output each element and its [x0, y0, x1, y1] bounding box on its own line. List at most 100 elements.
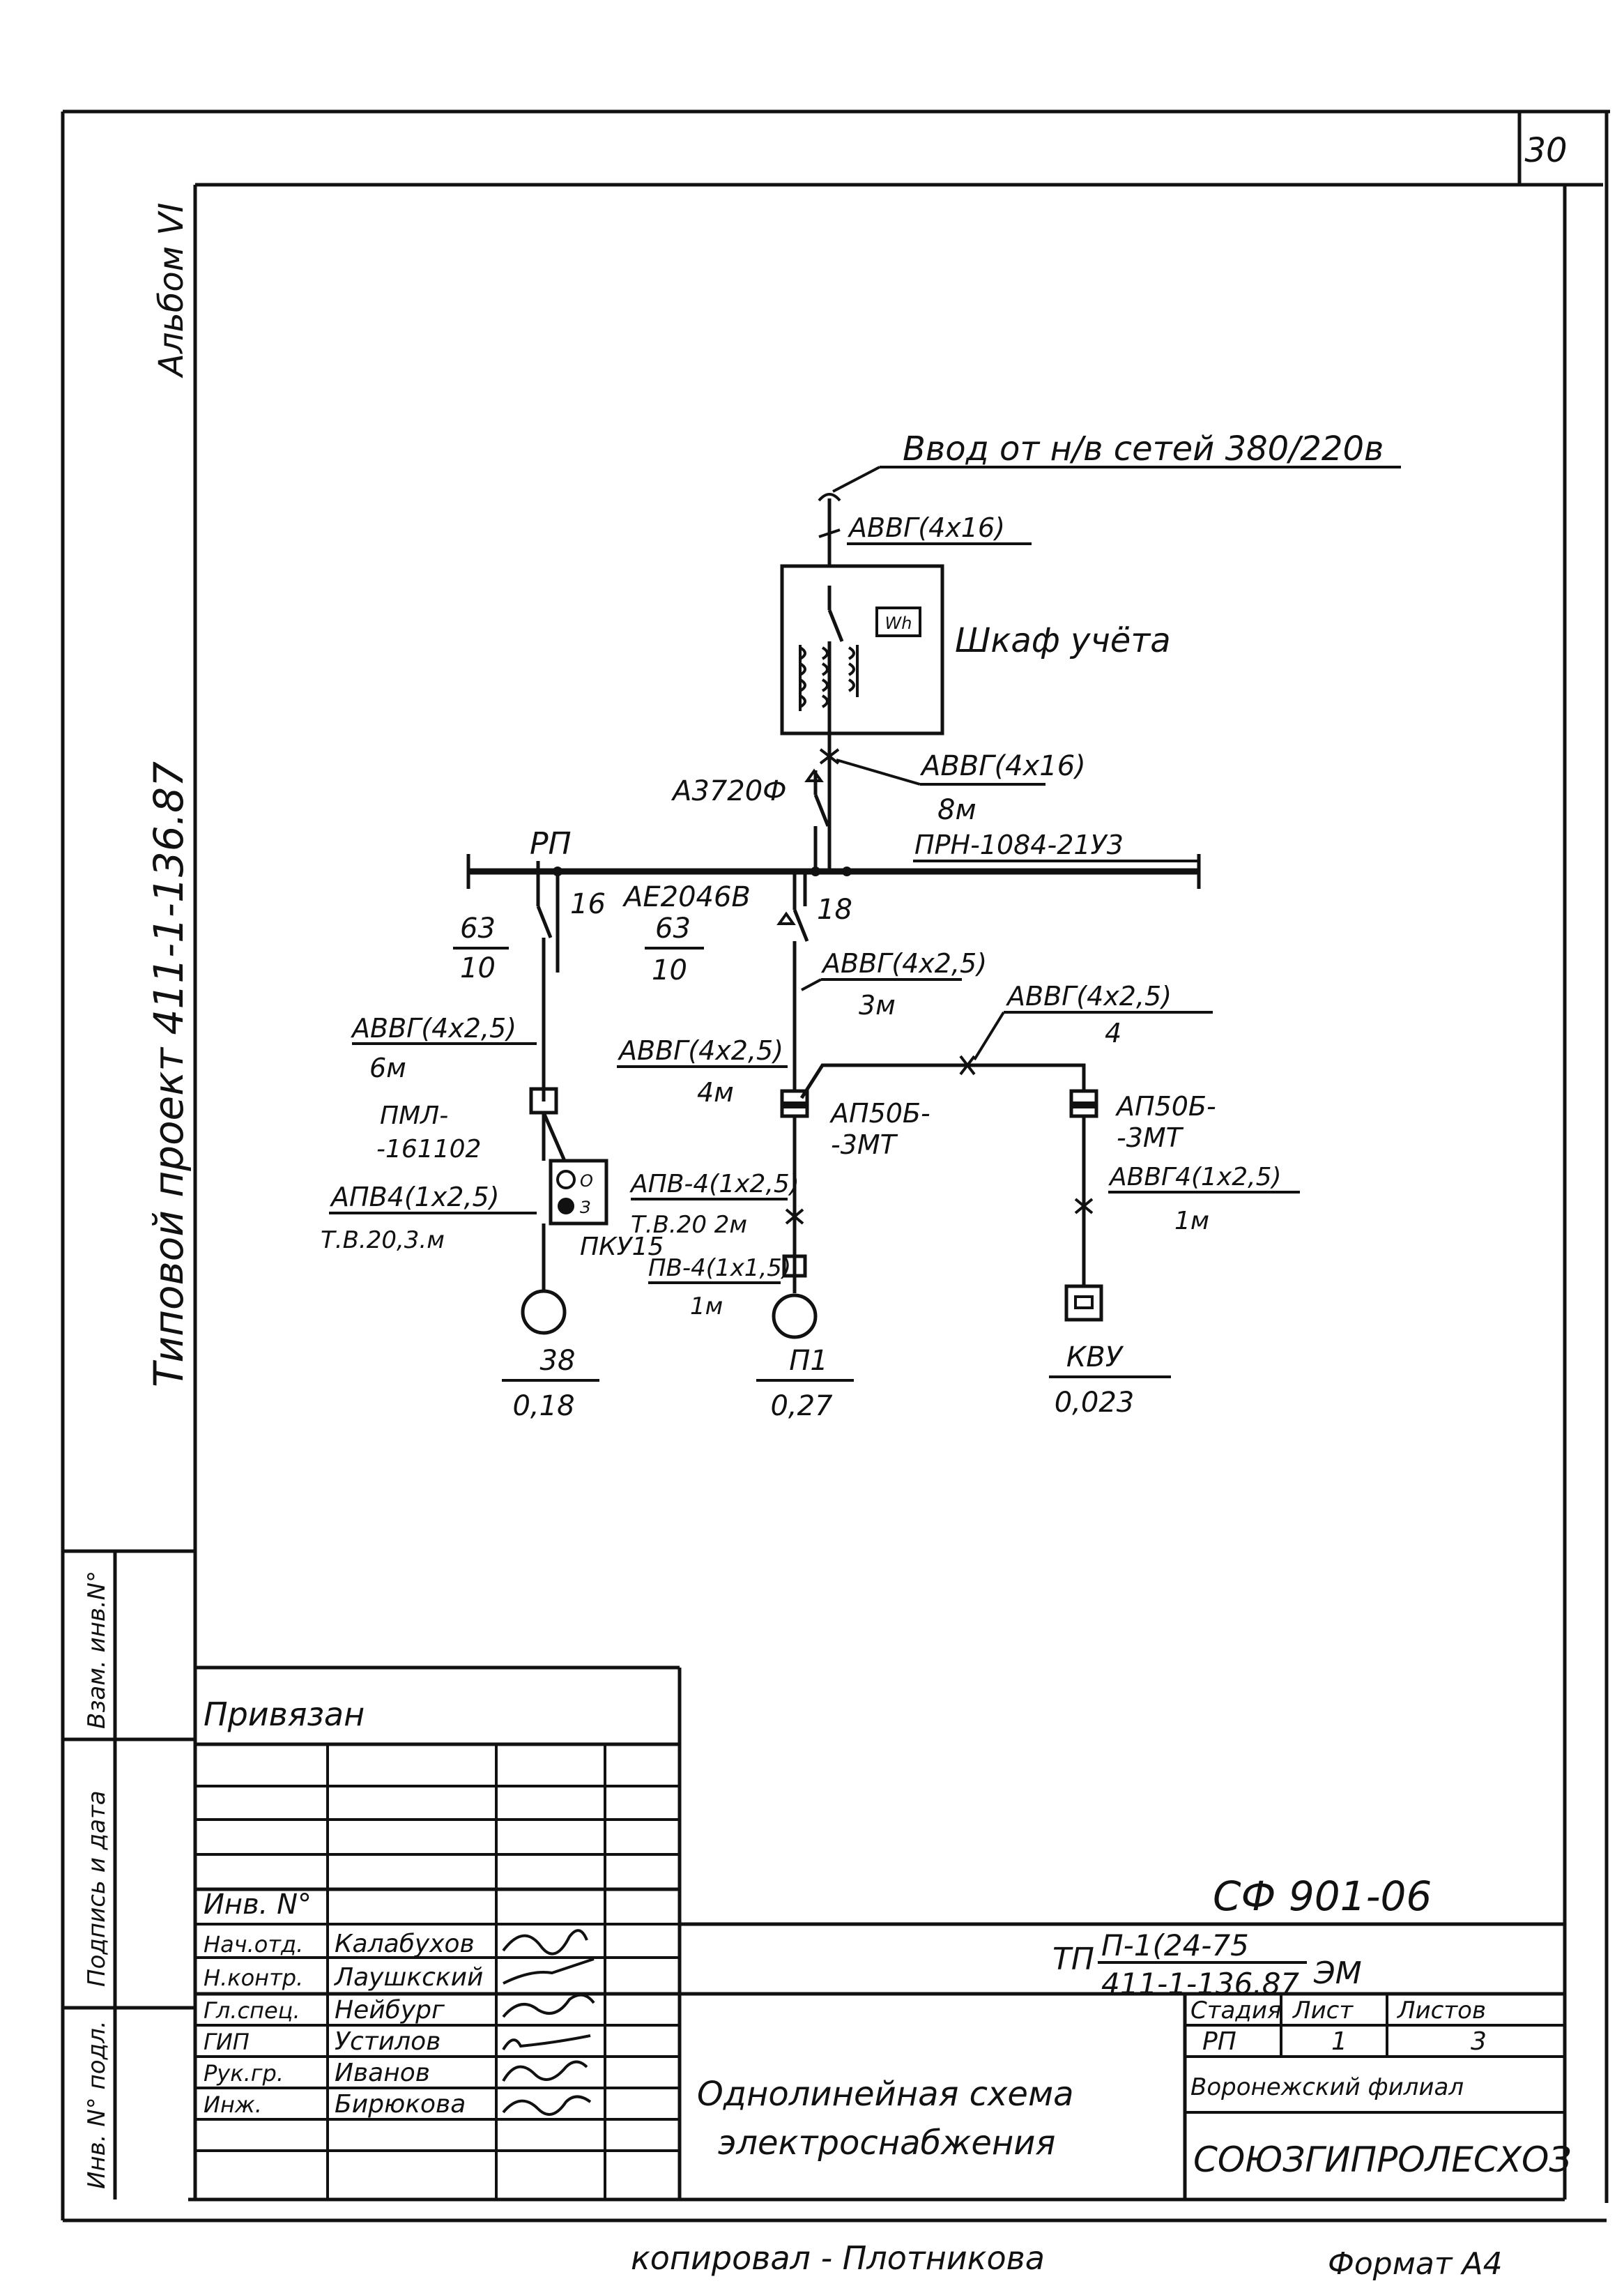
staff-role: Рук.гр.	[204, 2060, 284, 2087]
sheets-value: 3	[1471, 2027, 1487, 2056]
meter-icon-box	[875, 607, 921, 637]
input-cable-end-icon	[818, 493, 841, 502]
meter-icon: Wh	[885, 613, 912, 633]
load-2-power: 0,27	[770, 1390, 833, 1422]
control-post-label: ПКУ15	[580, 1233, 664, 1261]
breaker-type-label: АЕ2046В	[622, 881, 751, 913]
feeder-3-cable-2-length: 1м	[1174, 1207, 1209, 1235]
binding-label: Привязан	[204, 1695, 365, 1733]
staff-name: Устилов	[335, 2027, 441, 2056]
tp-suffix: ЭМ	[1313, 1955, 1362, 1991]
input-label: Ввод от н/в сетей 380/220в	[903, 429, 1384, 468]
board-type-label: ПРН-1084-21У3	[914, 830, 1124, 860]
stage-header: Стадия	[1190, 1997, 1281, 2025]
feeder-2-switch-2: -3МТ	[831, 1129, 898, 1160]
input-leader-line	[832, 466, 880, 493]
feeder-3-cable-2: АВВГ4(1х2,5)	[1108, 1163, 1282, 1191]
format-label: Формат А4	[1328, 2246, 1503, 2282]
load-2-name: П1	[789, 1345, 828, 1377]
single-line-diagram: Ввод от н/в сетей 380/220в АВВГ(4х16) Wh…	[321, 429, 1401, 1422]
feeder-2-cable-3: ПВ-4(1х1,5)	[648, 1254, 791, 1282]
stage-value: РП	[1202, 2027, 1236, 2056]
feeder-2-cable-b: АВВГ(4х2,5)	[617, 1035, 783, 1066]
staff-role: Гл.спец.	[204, 1997, 300, 2024]
load-2-motor-icon	[772, 1293, 818, 1339]
sheets-header: Листов	[1396, 1997, 1486, 2025]
meter-cabinet-box	[780, 564, 944, 735]
sheet-frame	[61, 109, 1610, 2222]
signatures	[502, 1929, 595, 2116]
feeder-1-rating-den: 10	[460, 952, 496, 984]
control-post-mark-o: О	[580, 1171, 593, 1191]
feeder-1-starter: ПМЛ-	[380, 1101, 448, 1130]
feeder-3-cable: АВВГ(4х2,5)	[1005, 981, 1172, 1012]
side-stamp-inventory: Инв. N° подл.	[83, 2020, 111, 2189]
meter-cabinet-label: Шкаф учёта	[955, 621, 1171, 660]
load-3-power: 0,023	[1055, 1387, 1135, 1419]
side-stamp-signature: Подпись и дата	[83, 1790, 111, 1987]
cabinet-out-cable-length: 8м	[937, 794, 976, 826]
side-stamp-replaced: Взам. инв.N°	[83, 1571, 111, 1729]
staff-name: Лаушкский	[333, 1963, 483, 1992]
current-transformer-icon	[799, 645, 859, 711]
feeder-1-cable-2: АПВ4(1х2,5)	[329, 1182, 500, 1212]
side-stamp-column	[63, 1549, 195, 2199]
load-3-name: КВУ	[1066, 1341, 1124, 1373]
load-1-motor-icon	[521, 1289, 567, 1335]
load-1-power: 0,18	[512, 1390, 574, 1422]
title-block	[195, 1665, 1565, 2199]
tp-denominator: 411-1-136.87	[1101, 1967, 1299, 2001]
feeder-2-number: 18	[817, 894, 852, 926]
control-post-box	[549, 1159, 608, 1226]
sheet-value: 1	[1331, 2027, 1347, 2056]
feeder-3-cable-length: 4	[1105, 1018, 1121, 1049]
staff-name: Иванов	[335, 2059, 430, 2087]
feeder-2-rating-den: 10	[652, 954, 687, 986]
cabinet-out-cable: АВВГ(4х16)	[919, 750, 1086, 782]
load-1-name: 38	[540, 1345, 576, 1377]
staff-role: Н.контр.	[204, 1965, 303, 1991]
feeder-2-cable: АВВГ(4х2,5)	[820, 948, 987, 979]
feeder-2-cable-3-length: 1м	[690, 1293, 723, 1320]
board-label: РП	[530, 826, 572, 862]
staff-name: Калабухов	[335, 1930, 475, 1958]
staff-name: Бирюкова	[335, 2090, 466, 2119]
feeder-1-rating-num: 63	[460, 913, 496, 945]
drawing-title-line-1: Однолинейная схема	[697, 2075, 1074, 2114]
sheet-header: Лист	[1292, 1997, 1354, 2025]
feeder-2-rating-num: 63	[655, 913, 691, 945]
feeder-1-starter-2: -161102	[376, 1135, 481, 1164]
feeder-2-cable-length: 3м	[859, 990, 896, 1021]
feeder-1-cable-length: 6м	[369, 1053, 406, 1083]
control-post-mark-z: З	[580, 1198, 590, 1217]
input-cable-label: АВВГ(4х16)	[847, 512, 1005, 543]
feeder-1-number: 16	[570, 888, 606, 920]
project-label: Типовой проект 411-1-136.87	[145, 761, 192, 1387]
feeder-1-cable-2-length: Т.В.20,3.м	[321, 1226, 445, 1254]
feeder-2-switch: АП50Б-	[829, 1098, 930, 1129]
album-label: Альбом VI	[152, 203, 191, 379]
feeder-2-junction-icon	[782, 1254, 807, 1278]
org-branch: Воронежский филиал	[1190, 2073, 1464, 2101]
load-3-heater-icon	[1064, 1284, 1103, 1322]
drawing-title-line-2: электроснабжения	[718, 2124, 1055, 2163]
staff-role: Нач.отд.	[204, 1931, 303, 1958]
feeder-2-cable-b-length: 4м	[697, 1077, 734, 1108]
feeder-3-switch-2: -3МТ	[1117, 1122, 1184, 1153]
doc-code: СФ 901-06	[1213, 1873, 1432, 1920]
feeder-3-switch: АП50Б-	[1114, 1091, 1216, 1122]
inventory-label: Инв. N°	[204, 1889, 312, 1921]
tp-prefix: ТП	[1052, 1942, 1094, 1977]
feeder-1-cable: АВВГ(4х2,5)	[350, 1013, 516, 1044]
feeder-2-cable-2: АПВ-4(1х2,5)	[629, 1170, 799, 1198]
staff-role: Инж.	[204, 2091, 262, 2118]
main-breaker-label: А3720Ф	[671, 775, 787, 807]
staff-role: ГИП	[204, 2029, 250, 2055]
feeder-2-cable-2-length: Т.В.20 2м	[631, 1211, 747, 1239]
copied-by: копировал - Плотникова	[631, 2239, 1045, 2277]
bus-tap-2	[811, 867, 820, 876]
bus-tap-3	[842, 867, 852, 876]
staff-list: Нач.отд. Калабухов Н.контр. Лаушкский Гл…	[204, 1930, 483, 2119]
org-name: СОЮЗГИПРОЛЕСХОЗ	[1193, 2140, 1571, 2180]
